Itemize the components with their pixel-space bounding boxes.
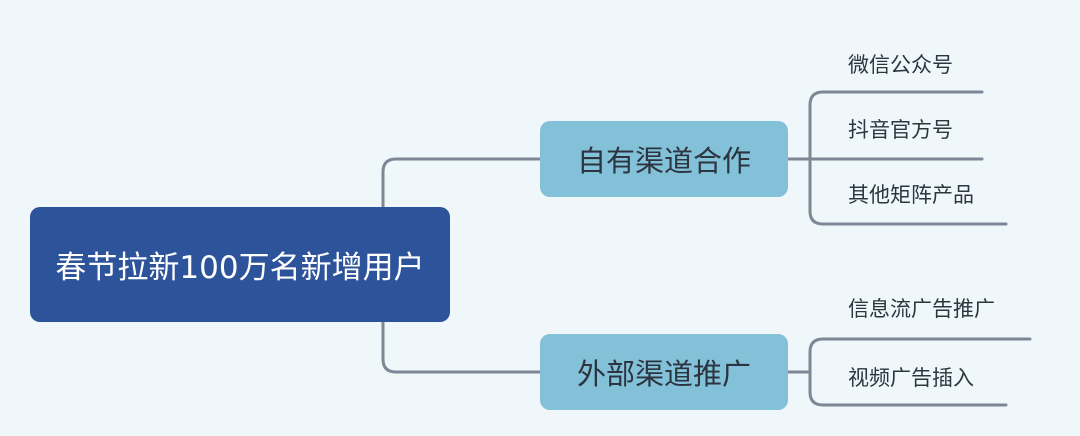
connector-leaf-5 (808, 370, 1008, 407)
root-node[interactable]: 春节拉新100万名新增用户 (30, 207, 450, 322)
leaf-node-video-ad-insertion[interactable]: 视频广告插入 (848, 366, 974, 390)
branch-node-external-channels[interactable]: 外部渠道推广 (540, 334, 788, 410)
connector-leaf-3 (808, 157, 1008, 226)
branch-node-label: 外部渠道推广 (576, 357, 751, 391)
branch-node-label: 自有渠道合作 (576, 144, 751, 178)
root-node-label: 春节拉新100万名新增用户 (55, 250, 425, 286)
leaf-node-feed-ad-promotion[interactable]: 信息流广告推广 (848, 297, 995, 321)
leaf-node-douyin-official-account[interactable]: 抖音官方号 (848, 118, 953, 142)
leaf-node-other-matrix-products[interactable]: 其他矩阵产品 (848, 183, 974, 207)
branch-node-own-channels[interactable]: 自有渠道合作 (540, 121, 788, 197)
connector-leaf-1 (808, 90, 984, 161)
leaf-node-wechat-official-account[interactable]: 微信公众号 (848, 53, 953, 77)
connector-leaf-4 (808, 337, 1032, 374)
connector-root-to-branch-2 (381, 320, 542, 374)
connector-root-to-branch-1 (381, 157, 542, 209)
